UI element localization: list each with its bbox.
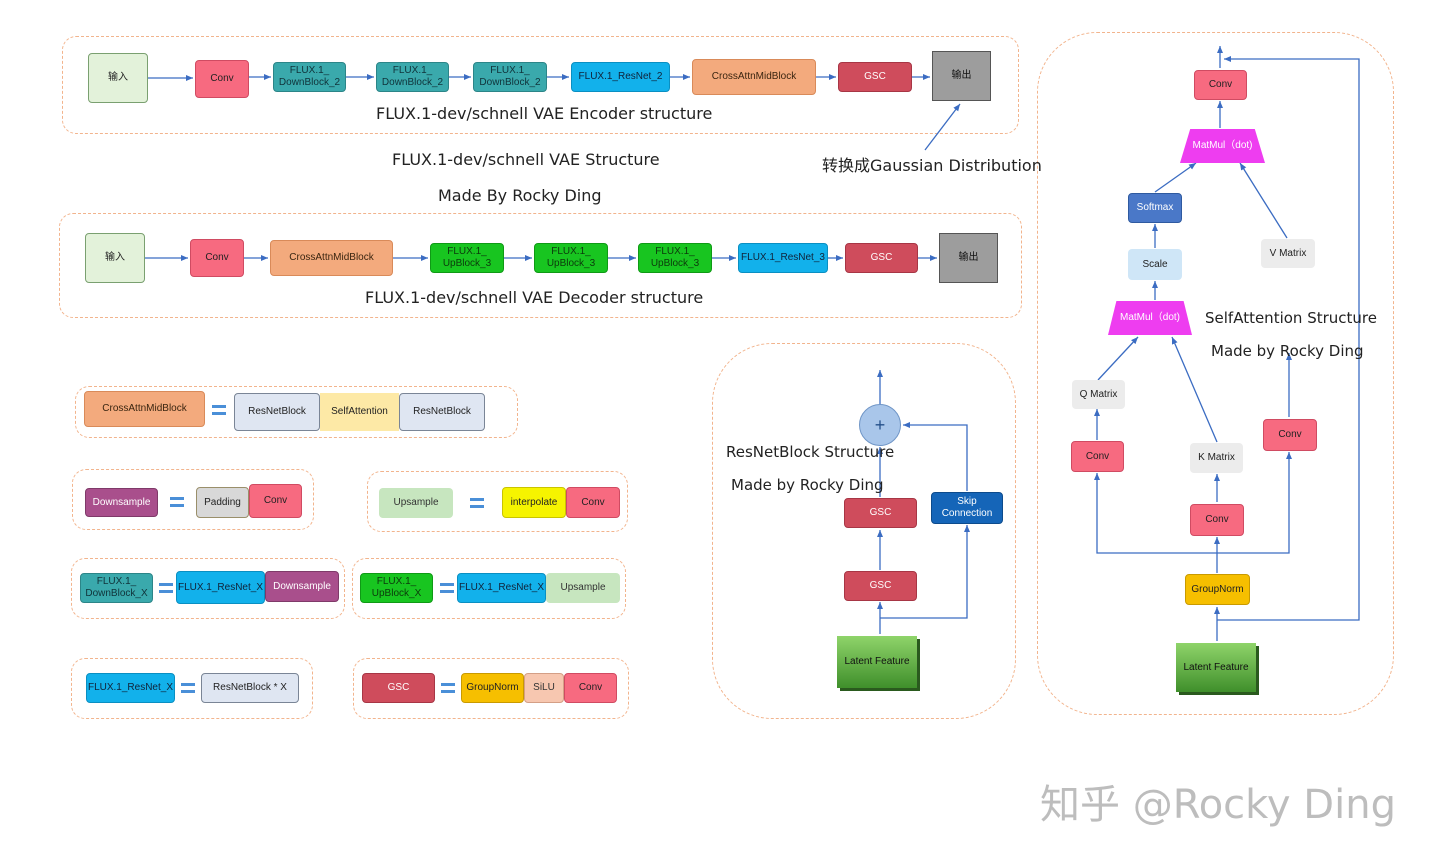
encoder-resnet: FLUX.1_ResNet_2 — [571, 62, 670, 92]
legend-resnet-panel — [71, 658, 313, 719]
attn-scale: Scale — [1128, 249, 1182, 280]
attn-matmul-top: MatMul（dot) — [1180, 129, 1265, 163]
add-node: + — [859, 404, 901, 446]
selfattention-panel — [1037, 32, 1394, 715]
selfattention-author: Made by Rocky Ding — [1211, 342, 1364, 360]
equals-sign — [212, 405, 226, 415]
attn-softmax: Softmax — [1128, 193, 1182, 223]
resnetblock-skip-connection: Skip Connection — [931, 492, 1003, 524]
encoder-downblock-1: FLUX.1_ DownBlock_2 — [273, 62, 346, 92]
equals-sign — [170, 497, 184, 507]
resnetblock-author: Made by Rocky Ding — [731, 476, 884, 494]
attn-conv-v: Conv — [1263, 419, 1317, 451]
encoder-conv: Conv — [195, 60, 249, 98]
legend-downblock-resnet: FLUX.1_ResNet_X — [176, 571, 265, 604]
equals-sign — [441, 683, 455, 693]
legend-upblock-name: FLUX.1_ UpBlock_X — [360, 573, 433, 603]
legend-upsample-conv: Conv — [566, 487, 620, 518]
attn-q-matrix: Q Matrix — [1072, 380, 1125, 409]
legend-crossattn-name: CrossAttnMidBlock — [84, 391, 205, 427]
resnetblock-title: ResNetBlock Structure — [726, 443, 895, 461]
resnetblock-latent-feature: Latent Feature — [837, 636, 917, 688]
attn-k-matrix: K Matrix — [1190, 443, 1243, 473]
legend-upblock-resnet: FLUX.1_ResNet_X — [457, 573, 546, 603]
encoder-input: 输入 — [88, 53, 148, 103]
legend-gsc-silu: SiLU — [524, 673, 564, 703]
decoder-crossattn: CrossAttnMidBlock — [270, 240, 393, 276]
legend-downsample-name: Downsample — [85, 488, 158, 517]
legend-resnet-name: FLUX.1_ResNet_X — [86, 673, 175, 703]
decoder-upblock-2: FLUX.1_ UpBlock_3 — [534, 243, 608, 273]
encoder-downblock-3: FLUX.1_ DownBlock_2 — [473, 62, 547, 92]
encoder-panel — [62, 36, 1019, 134]
legend-downsample-padding: Padding — [196, 487, 249, 518]
legend-upsample-panel — [367, 471, 628, 532]
legend-upblock-panel — [352, 558, 626, 619]
legend-gsc-groupnorm: GroupNorm — [461, 673, 524, 703]
legend-crossattn-resnet-2: ResNetBlock — [399, 393, 485, 431]
legend-upsample-name: Upsample — [379, 488, 453, 518]
decoder-resnet: FLUX.1_ResNet_3 — [738, 243, 828, 273]
selfattention-title: SelfAttention Structure — [1205, 309, 1377, 327]
attn-v-matrix: V Matrix — [1261, 239, 1315, 268]
decoder-upblock-1: FLUX.1_ UpBlock_3 — [430, 243, 504, 273]
legend-downsample-conv: Conv — [249, 484, 302, 518]
legend-resnet-block: ResNetBlock * X — [201, 673, 299, 703]
legend-downblock-downsample: Downsample — [265, 571, 339, 602]
attn-conv-q: Conv — [1071, 441, 1124, 472]
legend-downblock-panel — [71, 558, 345, 619]
legend-crossattn-panel — [75, 386, 518, 438]
author-title: Made By Rocky Ding — [438, 186, 602, 205]
attn-conv-out: Conv — [1194, 70, 1247, 100]
decoder-gsc: GSC — [845, 243, 918, 273]
legend-gsc-panel — [353, 658, 629, 719]
encoder-crossattn: CrossAttnMidBlock — [692, 59, 816, 95]
legend-gsc-conv: Conv — [564, 673, 617, 703]
encoder-caption: FLUX.1-dev/schnell VAE Encoder structure — [376, 104, 713, 123]
attn-matmul-mid: MatMul（dot) — [1108, 301, 1192, 335]
encoder-output: 输出 — [932, 51, 991, 101]
decoder-upblock-3: FLUX.1_ UpBlock_3 — [638, 243, 712, 273]
equals-sign — [470, 498, 484, 508]
decoder-output: 输出 — [939, 233, 998, 283]
resnetblock-panel — [712, 343, 1016, 719]
decoder-caption: FLUX.1-dev/schnell VAE Decoder structure — [365, 288, 704, 307]
decoder-input: 输入 — [85, 233, 145, 283]
resnetblock-gsc-bottom: GSC — [844, 571, 917, 601]
attn-groupnorm: GroupNorm — [1185, 574, 1250, 605]
legend-crossattn-resnet-1: ResNetBlock — [234, 393, 320, 431]
encoder-gsc: GSC — [838, 62, 912, 92]
structure-title: FLUX.1-dev/schnell VAE Structure — [392, 150, 660, 169]
legend-upblock-upsample: Upsample — [546, 573, 620, 603]
resnetblock-gsc-top: GSC — [844, 498, 917, 528]
decoder-conv: Conv — [190, 239, 244, 277]
legend-gsc-name: GSC — [362, 673, 435, 703]
watermark: 知乎 @Rocky Ding — [1040, 782, 1396, 828]
legend-downsample-panel — [72, 469, 314, 530]
legend-upsample-interpolate: interpolate — [502, 487, 566, 518]
encoder-downblock-2: FLUX.1_ DownBlock_2 — [376, 62, 449, 92]
legend-downblock-name: FLUX.1_ DownBlock_X — [80, 573, 153, 603]
attn-conv-k: Conv — [1190, 504, 1244, 536]
decoder-panel — [59, 213, 1022, 318]
legend-crossattn-selfattention: SelfAttention — [320, 393, 399, 431]
equals-sign — [440, 583, 454, 593]
equals-sign — [159, 583, 173, 593]
gaussian-label: 转换成Gaussian Distribution — [822, 156, 1042, 175]
attn-latent-feature: Latent Feature — [1176, 643, 1256, 692]
equals-sign — [181, 683, 195, 693]
